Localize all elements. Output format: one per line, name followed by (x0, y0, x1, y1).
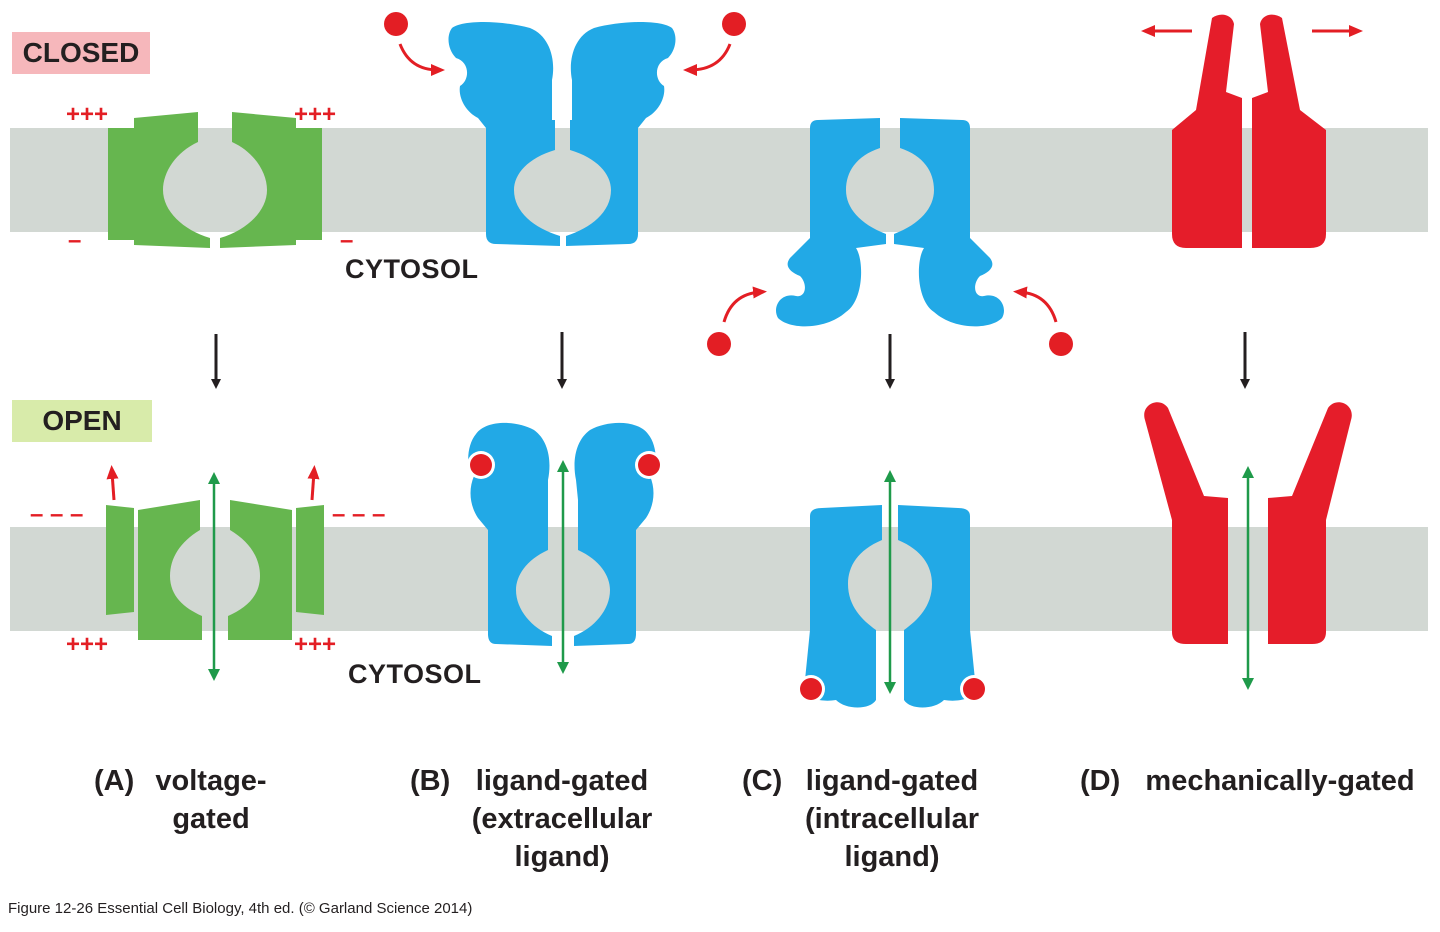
voltage-sensor-arrow-right (307, 465, 320, 501)
open-state-label: OPEN (12, 400, 152, 442)
caption-c-line-2: (intracellular (804, 803, 980, 835)
cytosol-label-open: CYTOSOL (348, 659, 482, 689)
ligand-arrow-c-left (722, 286, 767, 323)
voltage-sensor-arrow-left (106, 465, 119, 501)
caption-a-letter: (A) (94, 765, 135, 797)
caption-a-line-1: voltage- (155, 765, 267, 797)
ligand-arrow-b-right (683, 43, 732, 76)
caption-b-line-3: ligand) (514, 841, 610, 873)
ligand-b-closed-right (722, 12, 746, 36)
ligand-arrow-b-left (398, 43, 445, 76)
caption-b-line-1: ligand-gated (475, 765, 649, 797)
cytosol-label-closed: CYTOSOL (345, 254, 479, 284)
caption-d-line-1: mechanically-gated (1145, 765, 1415, 797)
charge-minus-open-left: – – – (30, 501, 83, 528)
voltage-channel-open (106, 500, 324, 640)
ligand-arrow-c-right (1013, 286, 1058, 323)
charge-minus-closed-right: – (340, 227, 353, 254)
ligand-channel-extracellular-closed (448, 22, 676, 246)
charge-plus-closed-right: +++ (294, 101, 336, 128)
figure-credit: Figure 12-26 Essential Cell Biology, 4th… (8, 900, 473, 917)
caption-d-letter: (D) (1080, 765, 1121, 797)
charge-minus-open-right: – – – (332, 501, 385, 528)
caption-b-letter: (B) (410, 765, 451, 797)
ligand-b-open-left-dot (470, 454, 492, 476)
caption-c-line-1: ligand-gated (805, 765, 979, 797)
ligand-c-open-left-dot (800, 678, 822, 700)
caption-c-line-3: ligand) (844, 841, 940, 873)
caption-b-line-2: (extracellular (471, 803, 653, 835)
charge-plus-closed-left: +++ (66, 101, 108, 128)
ligand-channel-intracellular-closed (776, 118, 1004, 327)
charge-plus-open-right: +++ (294, 631, 336, 658)
ligand-c-closed-left (707, 332, 731, 356)
ligand-c-open-right-dot (963, 678, 985, 700)
ligand-b-open-right-dot (638, 454, 660, 476)
ligand-c-closed-right (1049, 332, 1073, 356)
ligand-channel-intracellular-open (804, 505, 976, 708)
closed-state-label: CLOSED (12, 32, 150, 74)
mechanical-channel-closed (1172, 14, 1326, 248)
caption-a-line-2: gated (172, 803, 250, 835)
charge-plus-open-left: +++ (66, 631, 108, 658)
mechanical-channel-open (1144, 402, 1352, 644)
ligand-channel-extracellular-open (468, 422, 656, 646)
voltage-channel-closed (108, 112, 322, 248)
ligand-b-closed-left (384, 12, 408, 36)
caption-c-letter: (C) (742, 765, 783, 797)
charge-minus-closed-left: – (68, 227, 81, 254)
